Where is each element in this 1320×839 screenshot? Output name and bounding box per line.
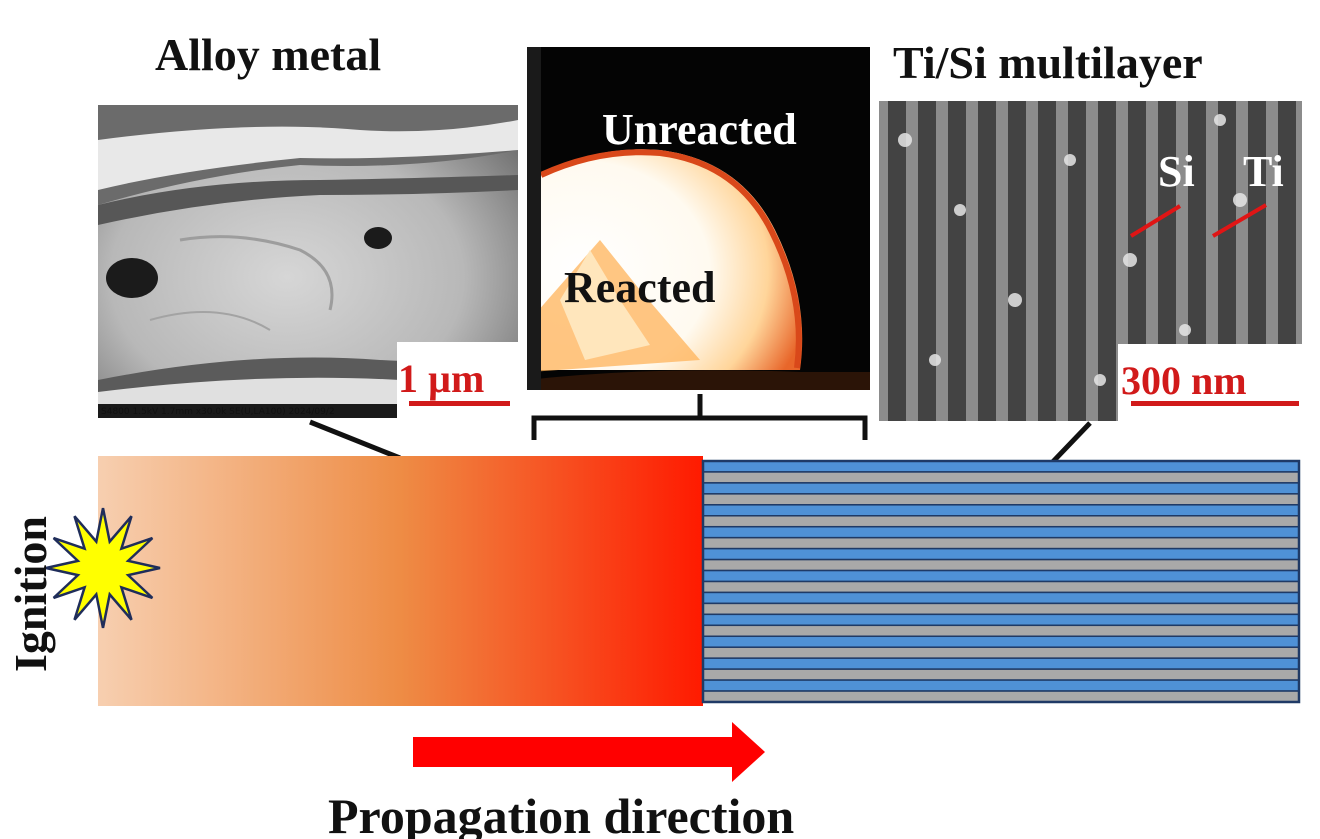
alloy-sem-image: S4800 1.5kV 1.7mm x30.0k SE(U,LA100) 202… [98, 105, 518, 418]
alloy-connector-line [309, 419, 401, 461]
ti-layer [702, 613, 1300, 627]
multilayer-sem-image: Si Ti 300 nm [879, 101, 1302, 421]
ti-layer [702, 635, 1300, 648]
ti-pointer [1211, 203, 1268, 238]
si-layer [702, 646, 1300, 659]
alloy-metal-title: Alloy metal [155, 29, 382, 80]
ti-layer [702, 679, 1300, 692]
ignition-star-icon [45, 507, 161, 629]
ti-layer [702, 657, 1300, 670]
multilayer-scale-bar-label: 300 nm [1121, 358, 1247, 403]
combustion-photo: Unreacted Reacted [527, 47, 870, 390]
ti-label: Ti [1243, 147, 1284, 196]
photo-bracket [531, 394, 868, 440]
si-layer [702, 515, 1300, 528]
ti-layer [702, 504, 1300, 517]
si-layer [702, 602, 1300, 616]
alloy-scale-bar [409, 401, 510, 406]
si-pointer [1129, 204, 1182, 238]
si-label: Si [1158, 147, 1195, 196]
si-layer [702, 580, 1300, 594]
unreacted-label: Unreacted [602, 105, 797, 154]
ti-layer [702, 460, 1300, 473]
propagation-arrow [413, 722, 765, 782]
si-layer [702, 536, 1300, 550]
ti-layer [702, 547, 1300, 561]
si-layer [702, 668, 1300, 681]
multilayer-stack [701, 459, 1301, 704]
si-layer [702, 493, 1300, 506]
alloy-scale-bar-label: 1 µm [398, 356, 484, 401]
ti-layer [702, 525, 1300, 539]
reacted-label: Reacted [564, 263, 716, 312]
si-layer [702, 624, 1300, 638]
propagation-direction-label: Propagation direction [328, 788, 794, 839]
si-layer [702, 558, 1300, 572]
ti-layer [702, 569, 1300, 583]
alloy-sem-caption: S4800 1.5kV 1.7mm x30.0k SE(U,LA100) 202… [101, 407, 335, 417]
ignition-label: Ignition [5, 516, 56, 672]
si-layer [702, 690, 1300, 703]
reacted-alloy-region [98, 456, 703, 706]
multilayer-scale-bar [1131, 401, 1299, 406]
multilayer-title: Ti/Si multilayer [893, 37, 1203, 88]
si-layer [702, 471, 1300, 484]
stack-outline [701, 459, 1301, 704]
ti-layer [702, 482, 1300, 495]
ti-layer [702, 591, 1300, 605]
